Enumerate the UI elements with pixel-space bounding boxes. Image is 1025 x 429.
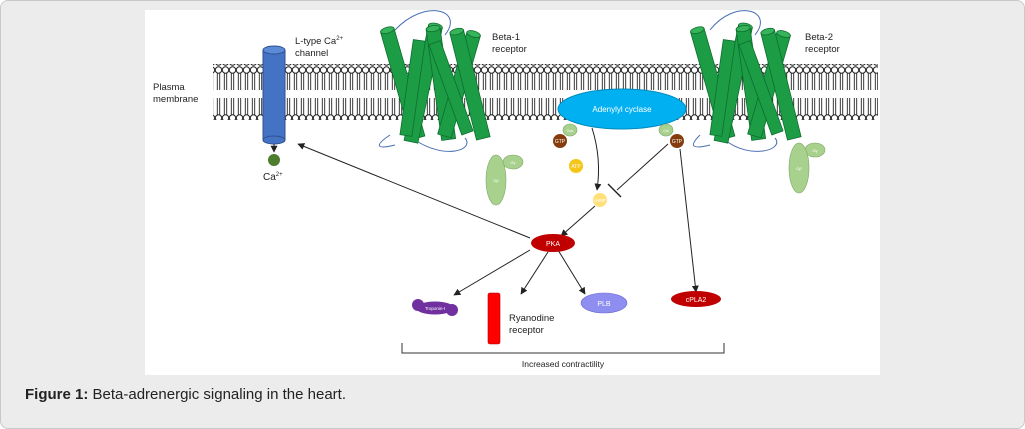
increased-contractility-label: Increased contractility <box>522 359 605 369</box>
atp-label: ATP <box>571 164 581 170</box>
g-beta-label-1: Gβ <box>493 178 499 183</box>
figure-caption-text: Beta-adrenergic signaling in the heart. <box>88 386 347 403</box>
troponin-i-label: Troponin-I <box>425 306 445 311</box>
gtp-molecule-right <box>670 134 684 148</box>
inhibition-gi-to-camp <box>616 143 669 191</box>
adenylyl-cyclase <box>557 88 687 130</box>
pka-label: PKA <box>546 241 560 248</box>
ryanodine-receptor-label: Ryanodine <box>509 313 554 324</box>
l-type-channel-label: L-type Ca2+ <box>295 36 344 47</box>
g-gamma-label-1: Gγ <box>510 160 515 165</box>
cpla2 <box>671 291 721 307</box>
camp-label: cAMP <box>594 198 606 203</box>
pka <box>531 234 575 252</box>
calcium-ion <box>268 154 280 166</box>
g-beta-gamma-2 <box>788 142 826 194</box>
gtp-molecule-left <box>553 134 567 148</box>
arrow-pka-to-channel <box>297 143 531 239</box>
figure-caption-label: Figure 1: <box>25 386 89 403</box>
g-gamma-label-2: Gγ <box>812 148 817 153</box>
arrow-pka-to-plb <box>557 249 586 295</box>
beta-2-receptor-label-line2: receptor <box>805 44 840 55</box>
camp-molecule <box>593 193 607 207</box>
beta-2-receptor <box>690 10 802 152</box>
gtp-label-right: GTP <box>672 139 683 145</box>
arrow-pka-to-ryanodine <box>520 251 549 295</box>
beta-1-receptor-label-line2: receptor <box>492 44 527 55</box>
g-beta-label-2: Gβ <box>796 166 802 171</box>
atp-molecule <box>569 159 583 173</box>
inhibition-bar <box>607 183 622 198</box>
beta-2-receptor-label: Beta-2 <box>805 32 833 43</box>
beta-1-receptor-label: Beta-1 <box>492 32 520 43</box>
plb <box>580 292 628 314</box>
g-alpha-s-label: Gαs <box>567 129 574 133</box>
calcium-ion-label: Ca2+ <box>263 172 283 183</box>
arrow-ac-to-camp <box>591 127 602 191</box>
g-alpha-i-label: Gαi <box>663 129 669 133</box>
figure-caption: Figure 1: Beta-adrenergic signaling in t… <box>25 386 346 403</box>
troponin-i <box>412 299 458 316</box>
plasma-membrane-label-line2: membrane <box>153 94 198 105</box>
l-type-channel-label-line2: channel <box>295 48 328 59</box>
beta-1-receptor <box>378 10 491 152</box>
contractility-bracket <box>401 343 725 354</box>
g-beta-gamma-1 <box>485 154 524 206</box>
l-type-calcium-channel <box>262 45 286 145</box>
ryanodine-receptor-label-line2: receptor <box>509 325 544 336</box>
cpla2-label: cPLA2 <box>686 297 707 304</box>
arrow-pka-to-troponin <box>453 249 531 296</box>
g-alpha-s-subunit <box>562 123 578 137</box>
arrow-camp-to-pka <box>560 205 596 237</box>
arrow-gi-to-cpla2 <box>679 148 699 293</box>
adenylyl-cyclase-label: Adenylyl cyclase <box>592 105 652 114</box>
ryanodine-receptor <box>487 292 501 345</box>
plb-label: PLB <box>597 301 611 308</box>
figure-panel: Ca2+ L-type Ca2+ channel Plasma membrane… <box>145 10 880 375</box>
gtp-label-left: GTP <box>555 139 566 145</box>
plasma-membrane-label: Plasma <box>153 82 185 93</box>
g-alpha-i-subunit <box>658 123 674 137</box>
signaling-diagram: Ca2+ L-type Ca2+ channel Plasma membrane… <box>153 10 878 369</box>
